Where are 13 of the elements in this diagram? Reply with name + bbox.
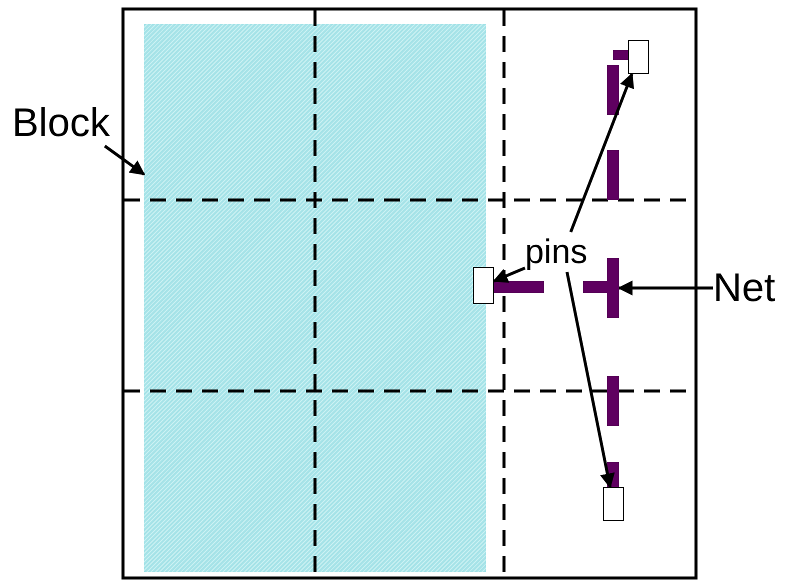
arrow <box>492 266 526 283</box>
block-label: Block <box>12 100 134 146</box>
arrow <box>618 280 713 296</box>
arrow <box>569 72 634 233</box>
net-wire <box>607 150 619 426</box>
pin-box <box>603 487 624 521</box>
arrow <box>566 272 615 488</box>
pins-label: pins <box>525 232 601 272</box>
arrow <box>104 144 146 176</box>
net-label: Net <box>713 266 783 310</box>
pin-box <box>473 267 494 304</box>
block-region <box>144 24 486 572</box>
pin-box <box>628 40 649 74</box>
